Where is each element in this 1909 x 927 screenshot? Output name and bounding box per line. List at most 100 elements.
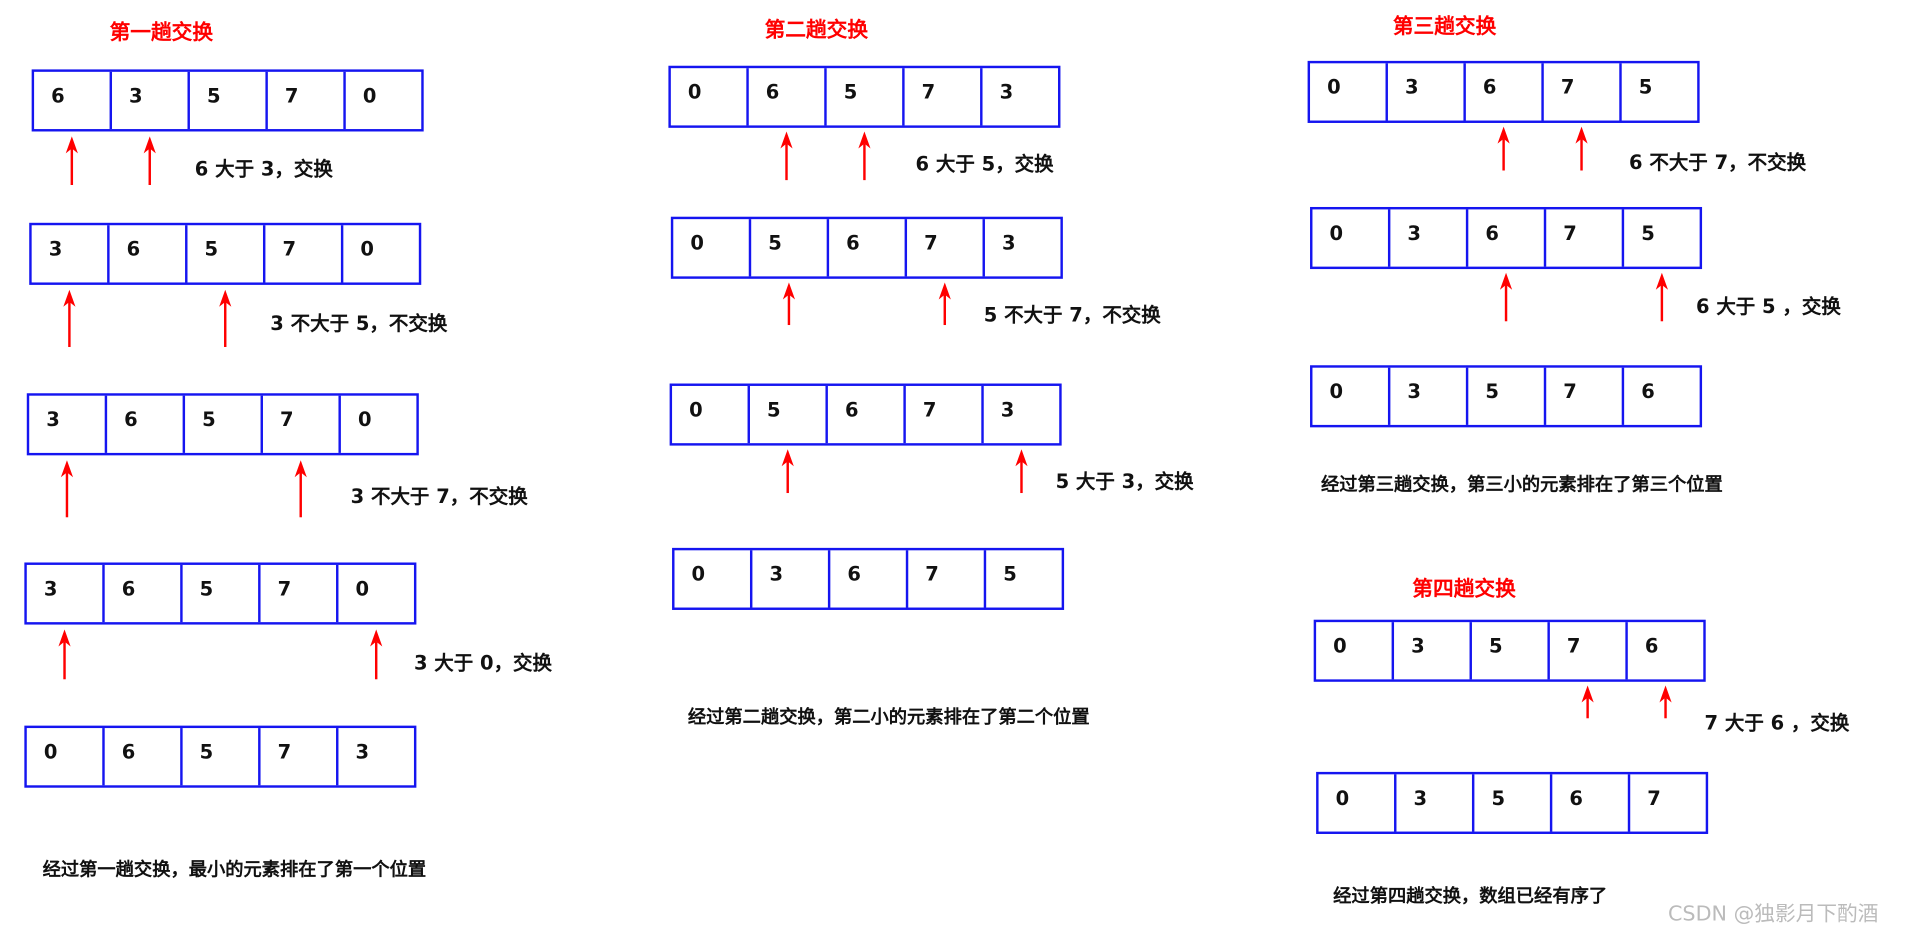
cell-value: 6 (847, 562, 861, 586)
array-cell: 6 (1552, 774, 1631, 832)
cell-value: 6 (121, 740, 136, 764)
array-cell: 3 (983, 68, 1058, 125)
cell-value: 5 (1485, 379, 1499, 403)
red-arrow-up-icon (1497, 126, 1510, 171)
array-cell: 0 (671, 68, 749, 126)
cell-value: 3 (355, 740, 370, 764)
array-cell: 6 (749, 68, 827, 126)
array-cell: 7 (261, 728, 339, 786)
array-cell: 3 (984, 386, 1059, 443)
cell-value: 3 (46, 407, 60, 431)
comparison-note: 5 不大于 7，不交换 (983, 303, 1161, 327)
pass-title: 第四趟交换 (1412, 577, 1516, 602)
cell-value: 7 (921, 80, 936, 104)
red-arrow-up-icon (143, 136, 156, 186)
comparison-note: 6 大于 5，交换 (915, 152, 1054, 176)
cell-value: 7 (922, 398, 937, 422)
cell-value: 6 (1569, 786, 1583, 810)
array-cell: 7 (1550, 622, 1628, 680)
cell-value: 0 (690, 231, 704, 255)
array-cell: 6 (828, 385, 906, 444)
cell-value: 5 (199, 577, 214, 601)
array-cell: 6 (110, 225, 188, 283)
array-cell: 3 (338, 728, 413, 785)
red-arrow-up-icon (781, 449, 794, 494)
cell-value: 3 (1407, 221, 1421, 245)
cell-value: 6 (1482, 75, 1497, 99)
array-cell: 6 (1466, 63, 1544, 121)
array-cell: 3 (27, 564, 105, 623)
cell-value: 0 (1335, 786, 1350, 810)
cell-value: 5 (202, 407, 216, 431)
array-cell: 3 (32, 225, 110, 283)
cell-value: 0 (362, 84, 377, 108)
array-cell: 7 (906, 385, 984, 444)
cell-value: 7 (924, 231, 938, 255)
array-box: 0 6 5 7 3 (24, 725, 417, 788)
pass-caption: 经过第四趟交换，数组已经有序了 (1333, 885, 1608, 908)
cell-value: 5 (206, 84, 221, 108)
cell-value: 0 (43, 740, 58, 764)
cell-value: 3 (129, 84, 143, 108)
cell-value: 6 (846, 231, 860, 255)
cell-value: 0 (691, 562, 706, 586)
array-cell: 5 (1472, 622, 1550, 680)
red-arrow-up-icon (1581, 685, 1594, 719)
array-cell: 5 (183, 728, 261, 786)
cell-value: 6 (121, 577, 136, 601)
cell-value: 7 (1560, 75, 1575, 99)
array-cell: 6 (107, 395, 186, 453)
cell-value: 7 (277, 577, 292, 601)
cell-value: 7 (277, 740, 292, 764)
array-cell: 3 (1390, 367, 1469, 425)
array-cell: 7 (265, 225, 344, 283)
array-cell: 7 (907, 219, 985, 277)
comparison-note: 3 不大于 5，不交换 (270, 311, 448, 335)
cell-value: 5 (1491, 786, 1506, 810)
cell-value: 5 (199, 740, 214, 764)
array-cell: 6 (105, 564, 183, 623)
comparison-note: 3 大于 0，交换 (413, 651, 553, 675)
array-cell: 6 (1628, 622, 1703, 679)
array-cell: 3 (752, 550, 831, 608)
cell-value: 7 (284, 84, 299, 108)
array-cell: 0 (341, 396, 416, 453)
array-cell: 7 (261, 564, 339, 623)
array-cell: 0 (1310, 63, 1388, 121)
array-cell: 5 (190, 71, 268, 130)
cell-value: 7 (1566, 634, 1581, 658)
red-arrow-up-icon (782, 282, 796, 326)
cell-value: 0 (1333, 634, 1347, 658)
cell-value: 5 (1641, 221, 1655, 245)
array-cell: 7 (1544, 63, 1622, 121)
cell-value: 6 (51, 84, 65, 108)
array-box: 6 3 5 7 0 (31, 69, 424, 132)
red-arrow-up-icon (1015, 449, 1028, 494)
cell-value: 5 (767, 398, 781, 422)
cell-value: 7 (1647, 786, 1661, 810)
cell-value: 5 (1489, 634, 1503, 658)
array-cell: 0 (1316, 622, 1395, 680)
array-cell: 5 (183, 564, 261, 623)
array-cell: 3 (112, 71, 190, 130)
array-cell: 5 (751, 219, 830, 277)
comparison-note: 6 大于 3，交换 (194, 157, 333, 181)
red-arrow-up-icon (1499, 272, 1513, 322)
array-cell: 5 (1622, 63, 1697, 120)
array-cell: 3 (29, 395, 108, 453)
red-arrow-up-icon (63, 289, 76, 347)
array-cell: 5 (827, 68, 905, 126)
cell-value: 0 (360, 237, 374, 261)
cell-value: 3 (1002, 231, 1016, 255)
array-cell: 0 (1312, 209, 1391, 267)
array-cell: 0 (1312, 367, 1391, 425)
cell-value: 5 (1003, 562, 1017, 586)
cell-value: 6 (1485, 221, 1499, 245)
array-cell: 5 (750, 385, 828, 444)
array-cell: 7 (905, 68, 983, 126)
cell-value: 3 (48, 237, 63, 261)
